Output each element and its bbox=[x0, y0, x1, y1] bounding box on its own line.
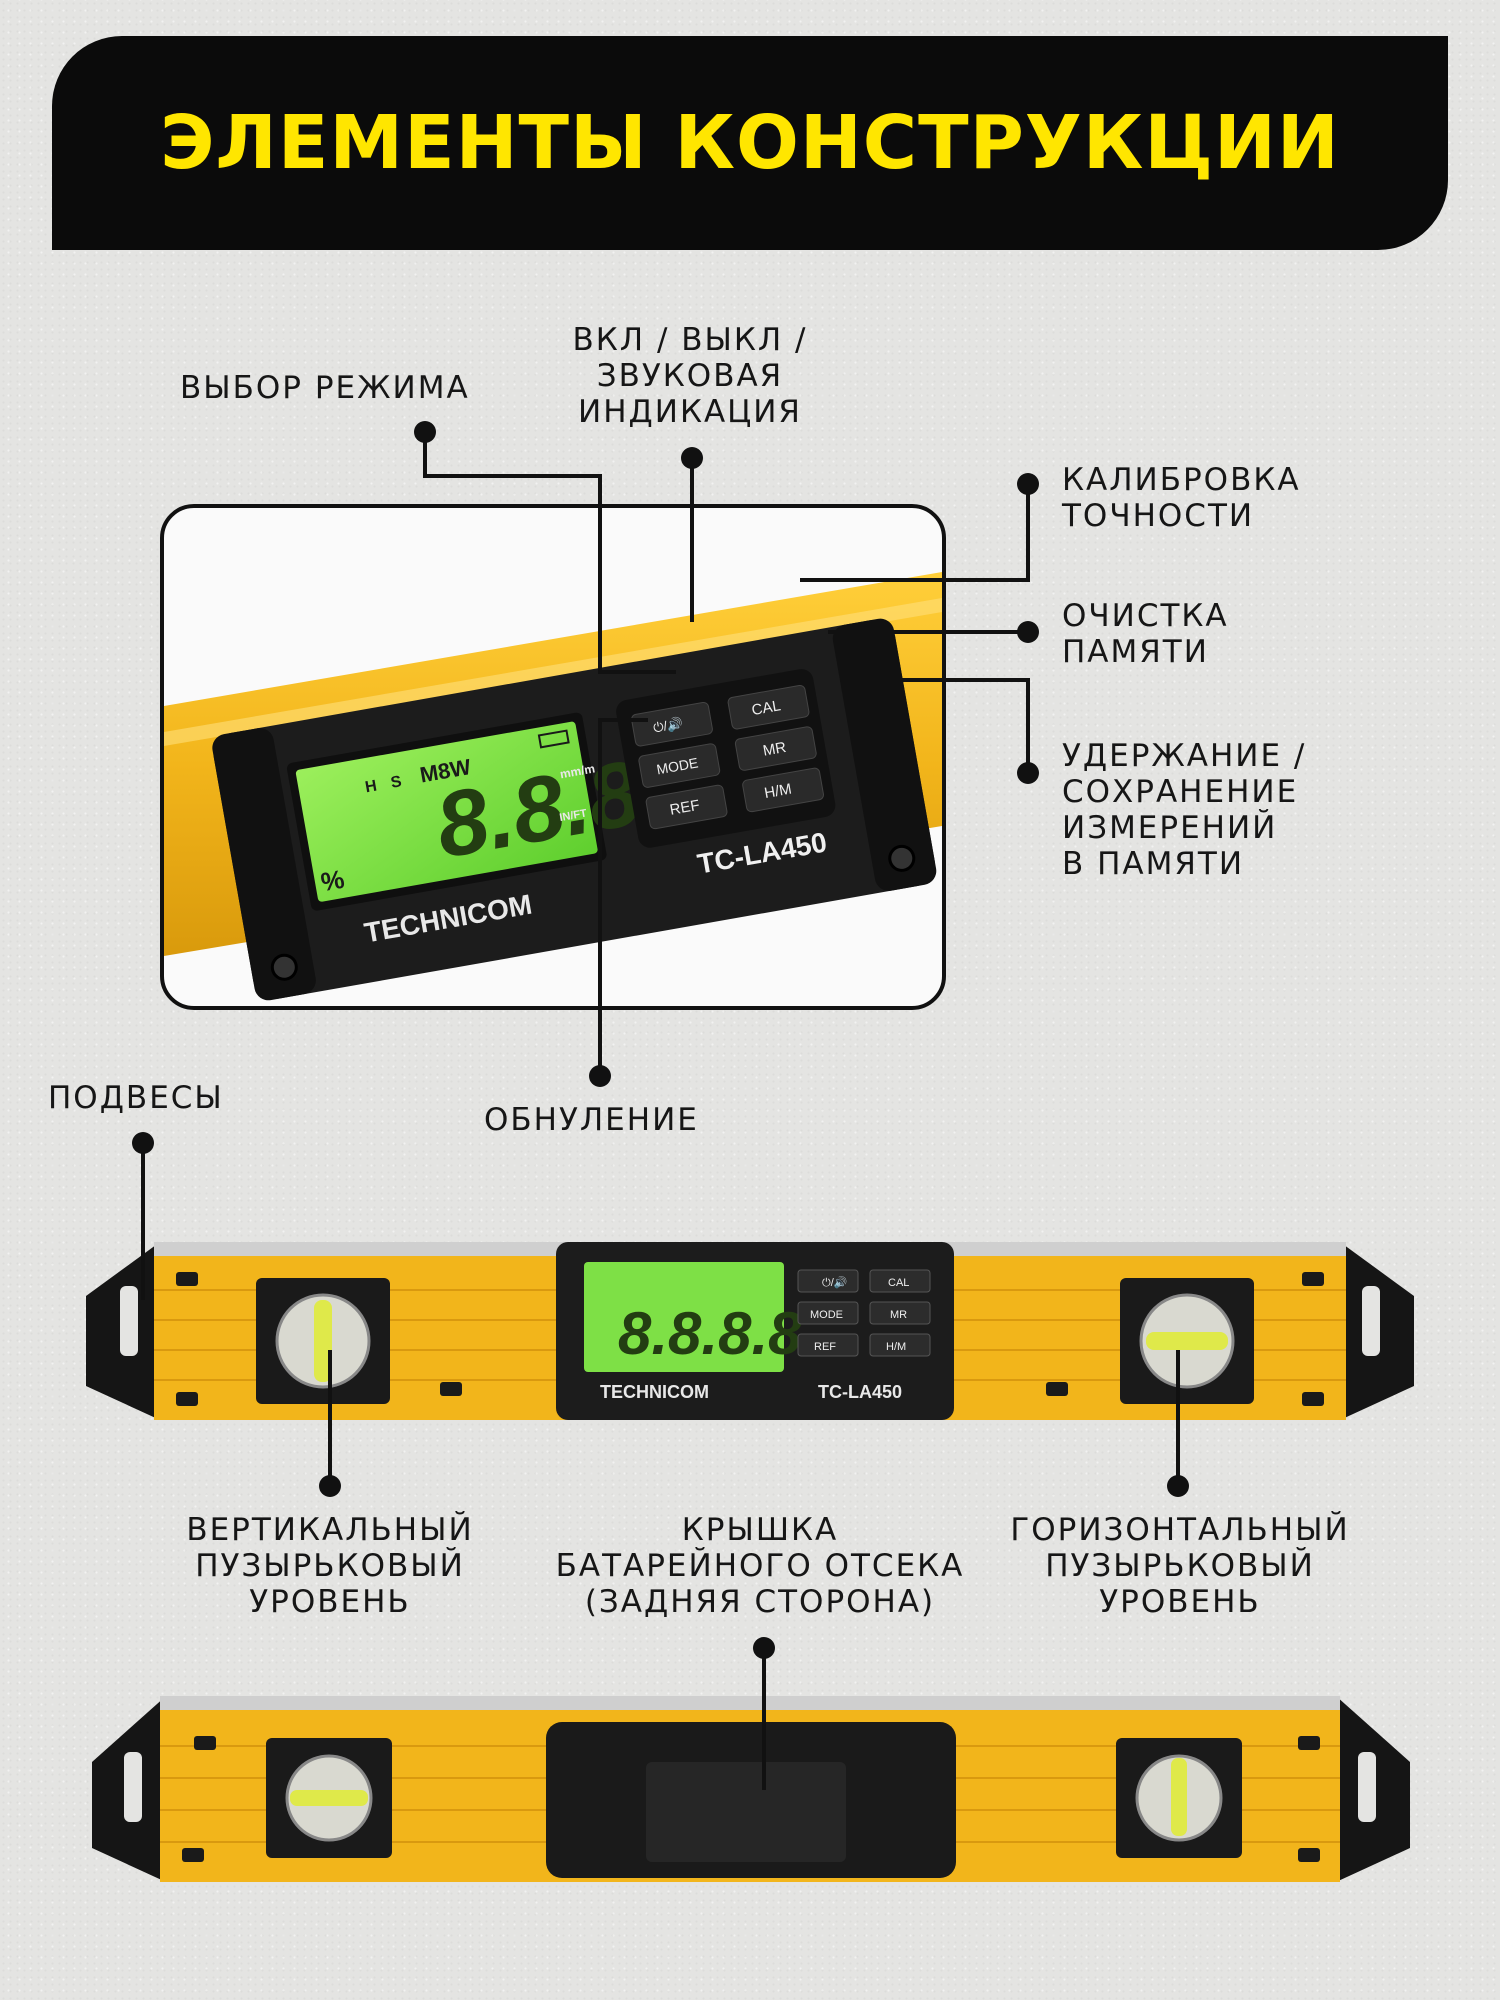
svg-text:CAL: CAL bbox=[750, 697, 782, 719]
svg-text:H/M: H/M bbox=[763, 781, 793, 803]
svg-text:REF: REF bbox=[668, 797, 700, 819]
lcd-h: H bbox=[364, 778, 378, 797]
hanger-slot-right bbox=[1362, 1286, 1380, 1356]
svg-text:TC-LA450: TC-LA450 bbox=[818, 1382, 902, 1402]
svg-text:⏻/🔊: ⏻/🔊 bbox=[822, 1275, 848, 1289]
callout-dot bbox=[753, 1637, 775, 1659]
label-hangers: ПОДВЕСЫ bbox=[48, 1080, 224, 1116]
ref-button[interactable] bbox=[645, 784, 728, 830]
svg-text:REF: REF bbox=[814, 1341, 836, 1353]
hm-button[interactable] bbox=[742, 767, 824, 813]
lcd-screen bbox=[295, 721, 598, 902]
callout-dot bbox=[681, 447, 703, 469]
callout-dot bbox=[132, 1132, 154, 1154]
callout-dot bbox=[414, 421, 436, 443]
callout-dot bbox=[1017, 762, 1039, 784]
svg-text:MR: MR bbox=[762, 739, 788, 760]
display-closeup-illustration: 8.8.8.8 M8W H S % mm/m IN/FT ⏻/🔊 CAL MOD… bbox=[164, 572, 942, 1001]
horizontal-vial bbox=[1146, 1332, 1228, 1350]
lcd-pct: % bbox=[319, 864, 347, 898]
title-banner: ЭЛЕМЕНТЫ КОНСТРУКЦИИ bbox=[52, 36, 1448, 250]
display-closeup: 8.8.8.8 M8W H S % mm/m IN/FT ⏻/🔊 CAL MOD… bbox=[160, 504, 946, 1010]
cal-button[interactable] bbox=[727, 684, 810, 730]
label-power: ВКЛ / ВЫКЛ / ЗВУКОВАЯ ИНДИКАЦИЯ bbox=[572, 322, 808, 430]
callout-dot bbox=[1017, 473, 1039, 495]
hanger-slot-left bbox=[120, 1286, 138, 1356]
lcd-s: S bbox=[390, 773, 404, 792]
mr-button[interactable] bbox=[734, 726, 817, 771]
label-vertical-vial: ВЕРТИКАЛЬНЫЙ ПУЗЫРЬКОВЫЙ УРОВЕНЬ bbox=[186, 1512, 474, 1620]
callout-dot bbox=[589, 1065, 611, 1087]
page-title: ЭЛЕМЕНТЫ КОНСТРУКЦИИ bbox=[160, 100, 1340, 186]
level-front-view: 8.8.8.8 ⏻/🔊 CAL MODE MR REF H/M TECHNICO… bbox=[86, 1242, 1414, 1420]
button-grid: ⏻/🔊 CAL MODE MR REF H/M bbox=[631, 684, 824, 830]
lcd-unit-in: IN/FT bbox=[559, 807, 588, 824]
label-zero: ОБНУЛЕНИЕ bbox=[484, 1102, 699, 1138]
label-hold: УДЕРЖАНИЕ / СОХРАНЕНИЕ ИЗМЕРЕНИЙ В ПАМЯТ… bbox=[1062, 738, 1307, 882]
svg-text:⏻/🔊: ⏻/🔊 bbox=[652, 714, 685, 736]
callout-dot bbox=[319, 1475, 341, 1497]
screw-icon bbox=[270, 953, 298, 981]
level-back-view bbox=[92, 1696, 1410, 1882]
callout-dot bbox=[1167, 1475, 1189, 1497]
svg-text:MR: MR bbox=[890, 1309, 907, 1321]
svg-text:TECHNICOM: TECHNICOM bbox=[600, 1382, 709, 1402]
lcd-unit-mm: mm/m bbox=[559, 761, 596, 781]
svg-text:H/M: H/M bbox=[886, 1341, 906, 1353]
label-mode-select: ВЫБОР РЕЖИМА bbox=[180, 370, 470, 406]
vertical-vial bbox=[314, 1300, 332, 1382]
battery-icon bbox=[537, 729, 570, 749]
svg-text:8.8.8.8: 8.8.8.8 bbox=[618, 1300, 802, 1367]
screw-icon bbox=[888, 844, 916, 872]
label-horizontal-vial: ГОРИЗОНТАЛЬНЫЙ ПУЗЫРЬКОВЫЙ УРОВЕНЬ bbox=[1010, 1512, 1350, 1620]
label-calibration: КАЛИБРОВКА ТОЧНОСТИ bbox=[1062, 462, 1301, 534]
svg-text:MODE: MODE bbox=[655, 754, 699, 777]
svg-text:CAL: CAL bbox=[888, 1277, 909, 1289]
front-lcd bbox=[584, 1262, 784, 1372]
label-battery-cover: КРЫШКА БАТАРЕЙНОГО ОТСЕКА (ЗАДНЯЯ СТОРОН… bbox=[555, 1512, 965, 1620]
callout-dot bbox=[1017, 621, 1039, 643]
svg-text:MODE: MODE bbox=[810, 1309, 843, 1321]
label-memory-clear: ОЧИСТКА ПАМЯТИ bbox=[1062, 598, 1229, 670]
